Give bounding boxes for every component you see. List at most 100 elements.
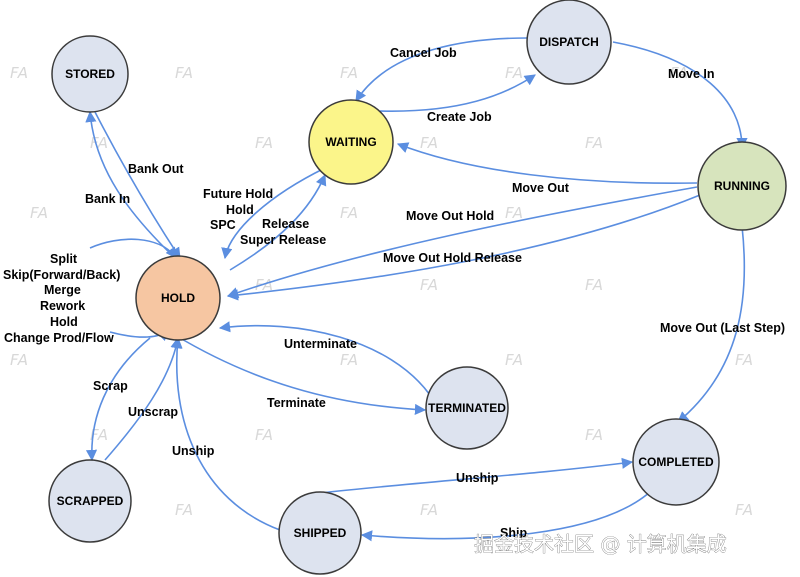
state-hold[interactable]: HOLD <box>135 255 221 341</box>
edge-move-out-hold-release <box>226 194 701 301</box>
watermark-mark: FA <box>420 501 438 519</box>
label-move-out-hold-release: Move Out Hold Release <box>383 251 522 265</box>
state-scrapped[interactable]: SCRAPPED <box>48 459 132 543</box>
watermark-mark: FA <box>175 501 193 519</box>
state-shipped-circle <box>278 491 362 575</box>
edge-unship-completed <box>319 457 634 494</box>
edge-self-loop-top <box>89 238 177 259</box>
label-unterminate: Unterminate <box>284 337 357 351</box>
label-split: Split <box>50 252 78 266</box>
edge-create-job <box>379 74 536 112</box>
edge-unscrap <box>104 336 182 461</box>
state-shipped[interactable]: SHIPPED <box>278 491 362 575</box>
watermark-mark: FA <box>175 64 193 82</box>
state-stored[interactable]: STORED <box>51 35 129 113</box>
state-completed-circle <box>632 418 720 506</box>
state-waiting[interactable]: WAITING <box>308 99 394 185</box>
state-scrapped-label: SCRAPPED <box>57 494 124 508</box>
watermark-mark: FA <box>735 351 753 369</box>
watermark-mark: FA <box>90 134 108 152</box>
label-unship: Unship <box>172 444 215 458</box>
nodes-layer: STORED DISPATCH WAITING RUNNING HOLD TER… <box>48 0 787 575</box>
edge-unterminate <box>218 321 431 396</box>
state-terminated[interactable]: TERMINATED <box>425 366 509 450</box>
state-stored-circle <box>51 35 129 113</box>
label-cancel-job: Cancel Job <box>390 46 457 60</box>
watermark-mark: FA <box>340 351 358 369</box>
edge-move-in <box>612 41 748 150</box>
watermark-mark: FA <box>10 64 28 82</box>
watermark-mark: FA <box>505 204 523 222</box>
state-stored-label: STORED <box>65 67 115 81</box>
label-ship: Ship <box>500 526 527 540</box>
state-dispatch-label: DISPATCH <box>539 35 599 49</box>
watermark-mark: FA <box>90 426 108 444</box>
state-hold-label: HOLD <box>161 291 195 305</box>
label-move-out-hold: Move Out Hold <box>406 209 494 223</box>
state-dispatch[interactable]: DISPATCH <box>526 0 612 85</box>
state-dispatch-circle <box>526 0 612 85</box>
label-unship-completed: Unship <box>456 471 499 485</box>
state-scrapped-circle <box>48 459 132 543</box>
edge-bank-out <box>94 111 181 259</box>
edge-ship <box>360 491 651 542</box>
label-bank-in: Bank In <box>85 192 130 206</box>
label-change-prod-flow: Change Prod/Flow <box>4 331 114 345</box>
state-terminated-label: TERMINATED <box>428 401 506 415</box>
watermark-mark: FA <box>255 134 273 152</box>
edge-future-hold <box>221 167 326 260</box>
label-bank-out: Bank Out <box>128 162 184 176</box>
label-move-out-last-step: Move Out (Last Step) <box>660 321 785 335</box>
watermark-mark: FA <box>255 276 273 294</box>
watermark-mark: FA <box>420 134 438 152</box>
edge-release <box>229 173 327 271</box>
watermark-mark: FA <box>585 426 603 444</box>
watermark-mark: FA <box>585 134 603 152</box>
label-terminate: Terminate <box>267 396 326 410</box>
footer-watermark: 掘金技术社区 @ 计算机集成 <box>474 532 727 556</box>
watermark-mark: FA <box>340 64 358 82</box>
label-super-release: Super Release <box>240 233 326 247</box>
label-spc: SPC <box>210 218 236 232</box>
labels-layer: Cancel Job Create Job Move In Bank Out B… <box>3 46 785 540</box>
state-running-label: RUNNING <box>714 179 770 193</box>
label-merge: Merge <box>44 283 81 297</box>
edge-move-out <box>396 142 698 184</box>
label-move-out: Move Out <box>512 181 570 195</box>
state-running-circle <box>697 141 787 231</box>
edge-bank-in <box>85 110 176 259</box>
label-create-job: Create Job <box>427 110 492 124</box>
label-hold-self: Hold <box>50 315 78 329</box>
edge-move-out-last-step <box>677 225 746 423</box>
watermark-layer: FA FA FA FA FA FA FA FA FA FA FA FA FA F… <box>10 64 753 519</box>
watermark-mark: FA <box>585 276 603 294</box>
watermark-mark: FA <box>735 501 753 519</box>
label-future-hold: Future Hold <box>203 187 273 201</box>
edge-cancel-job <box>355 37 528 102</box>
label-move-in: Move In <box>668 67 715 81</box>
watermark-mark: FA <box>505 64 523 82</box>
label-skip: Skip(Forward/Back) <box>3 268 120 282</box>
edge-terminate <box>174 334 427 416</box>
state-completed-label: COMPLETED <box>638 455 714 469</box>
state-terminated-circle <box>425 366 509 450</box>
label-hold: Hold <box>226 203 254 217</box>
edges-layer <box>85 37 748 542</box>
state-shipped-label: SHIPPED <box>294 526 347 540</box>
state-completed[interactable]: COMPLETED <box>632 418 720 506</box>
watermark-mark: FA <box>340 204 358 222</box>
watermark-mark: FA <box>10 351 28 369</box>
watermark-mark: FA <box>420 276 438 294</box>
edge-unship <box>171 336 281 531</box>
watermark-mark: FA <box>30 204 48 222</box>
state-waiting-circle <box>308 99 394 185</box>
watermark-mark: FA <box>255 426 273 444</box>
state-running[interactable]: RUNNING <box>697 141 787 231</box>
label-release: Release <box>262 217 309 231</box>
label-scrap: Scrap <box>93 379 128 393</box>
watermark-mark: FA <box>670 64 688 82</box>
watermark-mark: FA <box>505 351 523 369</box>
label-rework: Rework <box>40 299 85 313</box>
